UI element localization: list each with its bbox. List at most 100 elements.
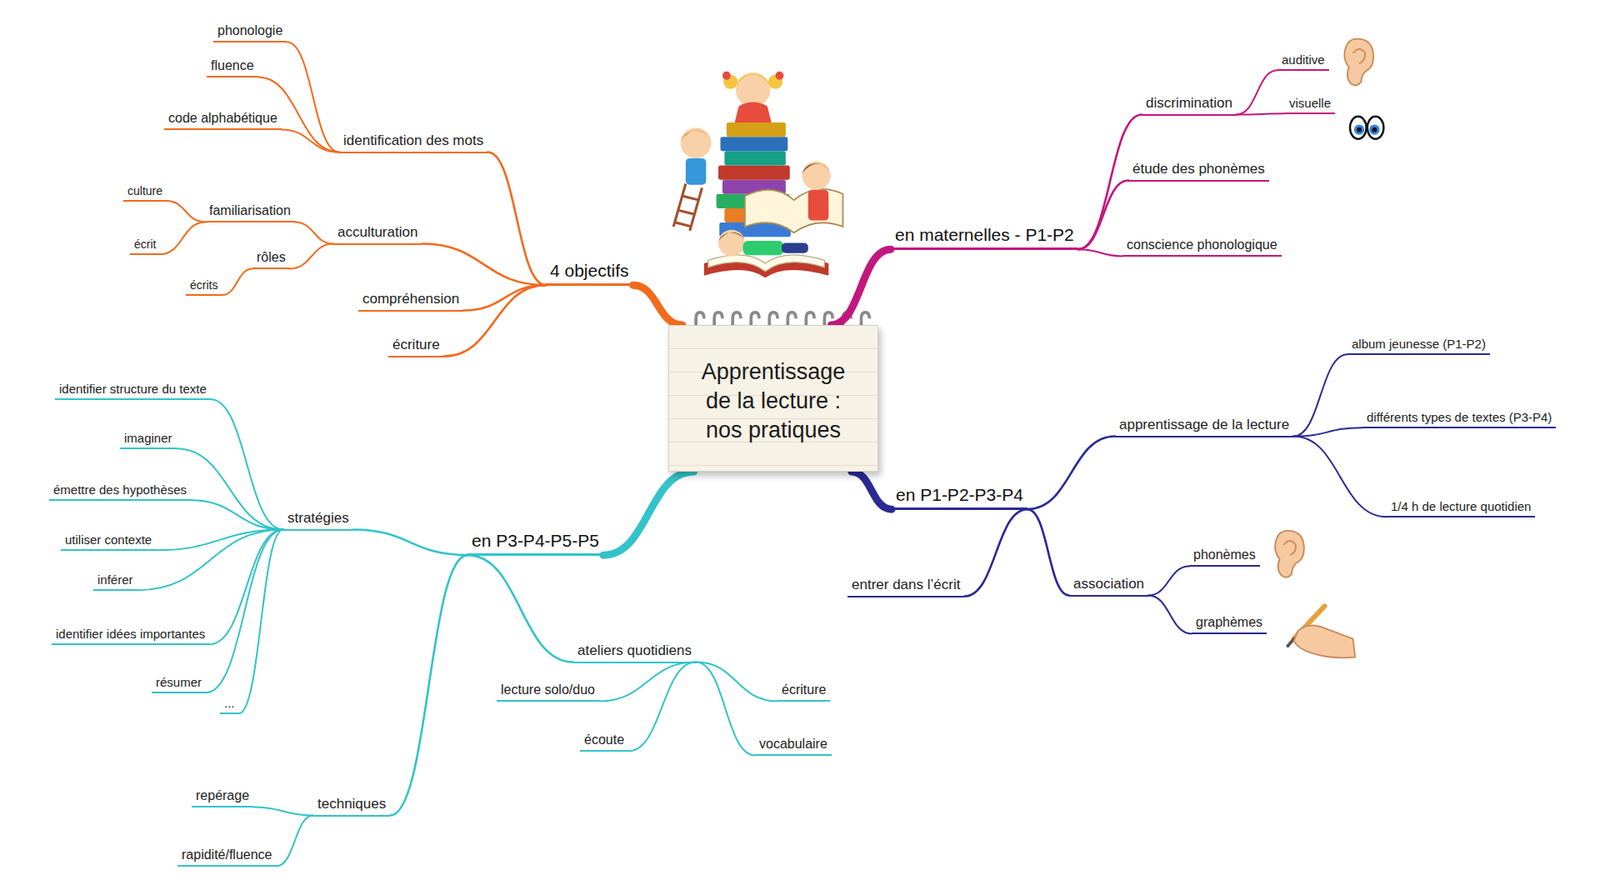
notebook-center: Apprentissage de la lecture : nos pratiq… [668, 325, 879, 472]
branch-label: différents types de textes (P3-P4) [1366, 410, 1552, 425]
branch-line [851, 471, 892, 510]
branch-label: écrits [190, 278, 218, 292]
branch-node: ... [220, 695, 240, 715]
branch-label: inférer [97, 572, 134, 587]
eyes-icon [1350, 116, 1384, 140]
branch-node: émettre des hypothèses [49, 482, 191, 501]
branch-label: visuelle [1289, 95, 1331, 110]
branch-label: lecture solo/duo [500, 682, 595, 697]
branch-node: conscience phonologique [1122, 237, 1282, 257]
branch-line [210, 399, 284, 530]
branch-label: en maternelles - P1-P2 [895, 225, 1075, 245]
branch-label: code alphabétique [168, 110, 278, 125]
branch-line [160, 221, 205, 255]
branch-node: en P1-P2-P3-P4 [891, 485, 1028, 510]
branch-label: imaginer [124, 430, 173, 445]
branch-label: album jeunesse (P1-P2) [1351, 336, 1486, 351]
branch-node: en maternelles - P1-P2 [890, 225, 1079, 250]
branch-line [695, 662, 755, 756]
branch-label: écriture [781, 682, 826, 697]
branch-node: apprentissage de la lecture [1115, 416, 1294, 438]
branch-label: écoute [584, 732, 625, 747]
branch-label: écrit [134, 237, 156, 251]
branch-line [1236, 70, 1278, 115]
branch-line [253, 806, 314, 815]
branch-line [633, 285, 683, 325]
branch-node: écriture [777, 682, 830, 702]
branch-node: graphèmes [1191, 615, 1267, 635]
branch-label: repérage [195, 788, 250, 803]
branch-node: 4 objectifs [545, 260, 634, 286]
branch-line [1078, 249, 1123, 256]
branch-label: 4 objectifs [550, 260, 630, 280]
branch-label: rapidité/fluence [181, 847, 273, 862]
branch-node: écrits [185, 278, 222, 296]
branch-node: techniques [313, 795, 390, 817]
branch-label: techniques [317, 795, 386, 812]
branch-label: en P3-P4-P5-P5 [471, 530, 600, 550]
branch-label: conscience phonologique [1126, 237, 1278, 252]
branch-label: étude des phonèmes [1132, 160, 1265, 177]
ear-icon [1344, 39, 1374, 86]
branch-node: écrit [130, 237, 160, 255]
branch-node: association [1069, 575, 1149, 597]
branch-line [295, 221, 334, 244]
branch-label: identifier idées importantes [55, 626, 205, 641]
branch-line [467, 555, 574, 662]
center-title: Apprentissage de la lecture : nos pratiq… [701, 359, 846, 443]
branch-node: familiarisation [205, 203, 295, 223]
branch-node: phonologie [213, 23, 287, 43]
branch-line [1027, 509, 1070, 595]
branch-node: entrer dans l’écrit [847, 576, 965, 598]
branch-line [1148, 565, 1190, 595]
branch-node: lecture solo/duo [496, 682, 600, 702]
branch-line [830, 249, 891, 325]
branch-line [1027, 436, 1115, 510]
branch-label: ateliers quotidiens [577, 642, 692, 659]
branch-node: inférer [93, 572, 138, 591]
branch-line [290, 244, 334, 270]
kids-reading-illustration [673, 71, 843, 278]
branch-label: vocabulaire [759, 736, 828, 751]
branch-line [1148, 595, 1192, 635]
branch-node: rôles [252, 250, 290, 270]
branch-label: culture [127, 184, 163, 198]
branch-node: imaginer [120, 430, 177, 450]
branch-node: visuelle [1285, 95, 1335, 115]
branch-label: compréhension [362, 290, 460, 307]
branch-label: ... [224, 695, 235, 710]
branch-label: stratégies [287, 510, 350, 526]
branch-label: acculturation [337, 224, 418, 240]
branch-label: identifier structure du texte [59, 381, 207, 396]
branch-node: 1/4 h de lecture quotidien [1386, 499, 1535, 518]
branch-line [444, 285, 546, 356]
branch-node: étude des phonèmes [1128, 160, 1270, 182]
branch-node: en P3-P4-P5-P5 [467, 530, 604, 556]
branch-label: 1/4 h de lecture quotidien [1390, 499, 1531, 514]
branch-label: familiarisation [209, 203, 291, 218]
branch-line [628, 662, 696, 752]
branch-label: graphèmes [1195, 615, 1263, 630]
branch-label: auditive [1281, 52, 1325, 67]
branch-line [286, 41, 340, 152]
branch-line [137, 530, 284, 591]
branch-line [1293, 436, 1387, 518]
branch-node: rapidité/fluence [177, 847, 277, 867]
ear-icon [1275, 530, 1305, 578]
branch-line [281, 129, 340, 152]
branch-line [1078, 180, 1129, 250]
branch-line [239, 530, 284, 715]
branch-node: écoute [580, 732, 629, 752]
branch-label: émettre des hypothèses [53, 482, 187, 497]
branch-label: en P1-P2-P3-P4 [895, 485, 1024, 505]
branch-line [487, 152, 546, 286]
branch-node: culture [123, 184, 167, 202]
branch-line [166, 200, 205, 222]
branch-line [603, 471, 695, 555]
branch-node: ateliers quotidiens [573, 642, 696, 664]
branch-line [1236, 113, 1285, 115]
branch-node: différents types de textes (P3-P4) [1362, 410, 1556, 429]
branch-label: discrimination [1145, 95, 1233, 111]
branch-label: entrer dans l’écrit [851, 576, 960, 593]
branch-node: vocabulaire [755, 736, 832, 756]
